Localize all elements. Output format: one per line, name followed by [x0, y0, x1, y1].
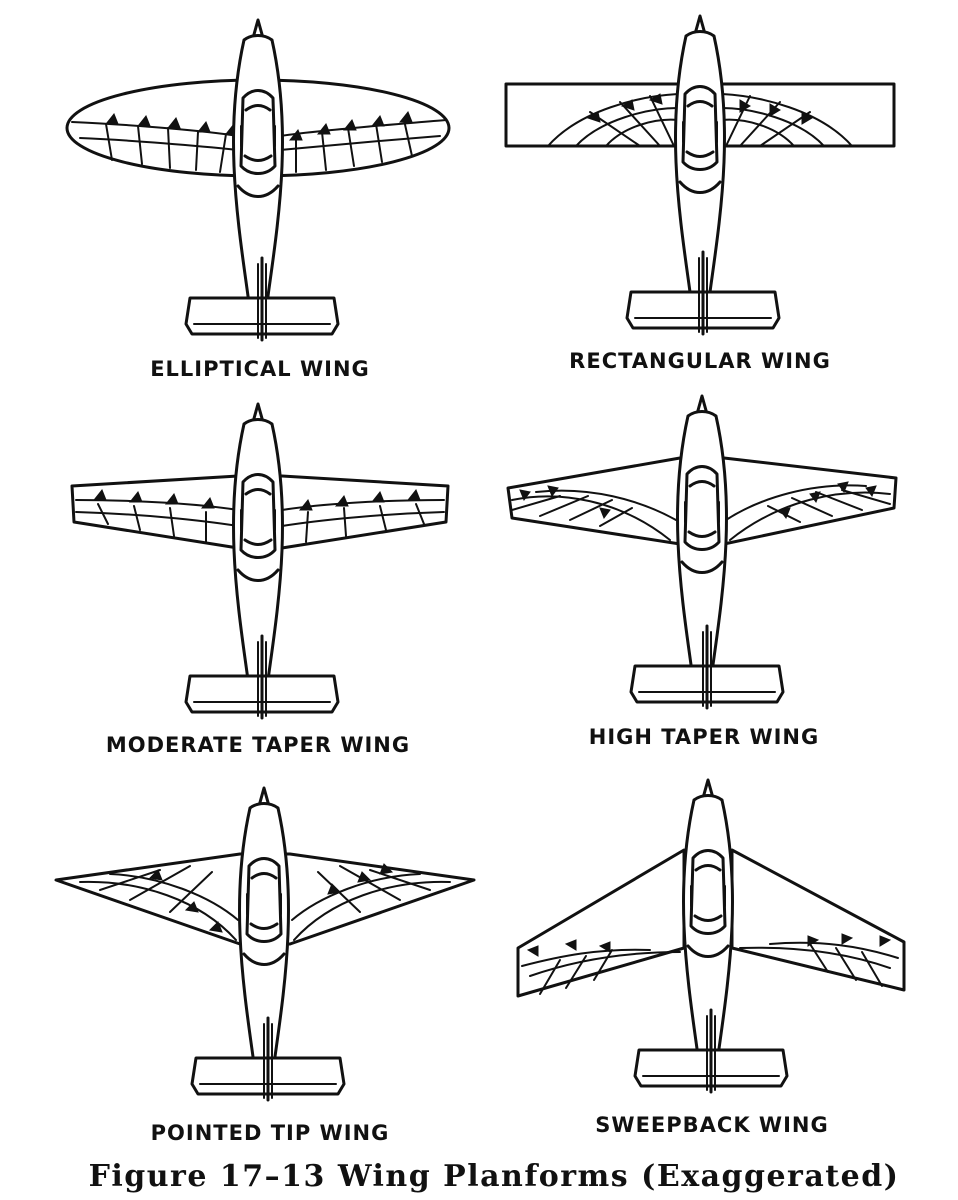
planform-elliptical: ELLIPTICAL WING — [65, 18, 451, 381]
pointed-tip-airframe — [190, 786, 346, 1102]
elliptical-wing-label: ELLIPTICAL WING — [150, 357, 370, 381]
elliptical-airframe — [184, 18, 340, 342]
sweepback-wing-label: SWEEPBACK WING — [595, 1113, 828, 1137]
sweepback-wing — [516, 848, 906, 998]
planform-pointed-tip: POINTED TIP WING — [54, 786, 476, 1145]
planform-sweepback: SWEEPBACK WING — [516, 778, 906, 1137]
moderate-taper-wing-label: MODERATE TAPER WING — [106, 733, 410, 757]
high-taper-airframe — [629, 394, 785, 710]
figure-caption: Figure 17–13 Wing Planforms (Exaggerated… — [89, 1159, 900, 1194]
pointed-tip-wing-label: POINTED TIP WING — [151, 1121, 390, 1145]
rectangular-airframe — [625, 14, 781, 336]
rectangular-wing-label: RECTANGULAR WING — [569, 349, 831, 373]
planform-moderate-taper: MODERATE TAPER WING — [70, 402, 450, 757]
moderate-taper-airframe — [184, 402, 340, 720]
planform-rectangular: RECTANGULAR WING — [504, 14, 896, 373]
high-taper-wing-label: HIGH TAPER WING — [589, 725, 819, 749]
planform-high-taper: HIGH TAPER WING — [506, 394, 898, 749]
